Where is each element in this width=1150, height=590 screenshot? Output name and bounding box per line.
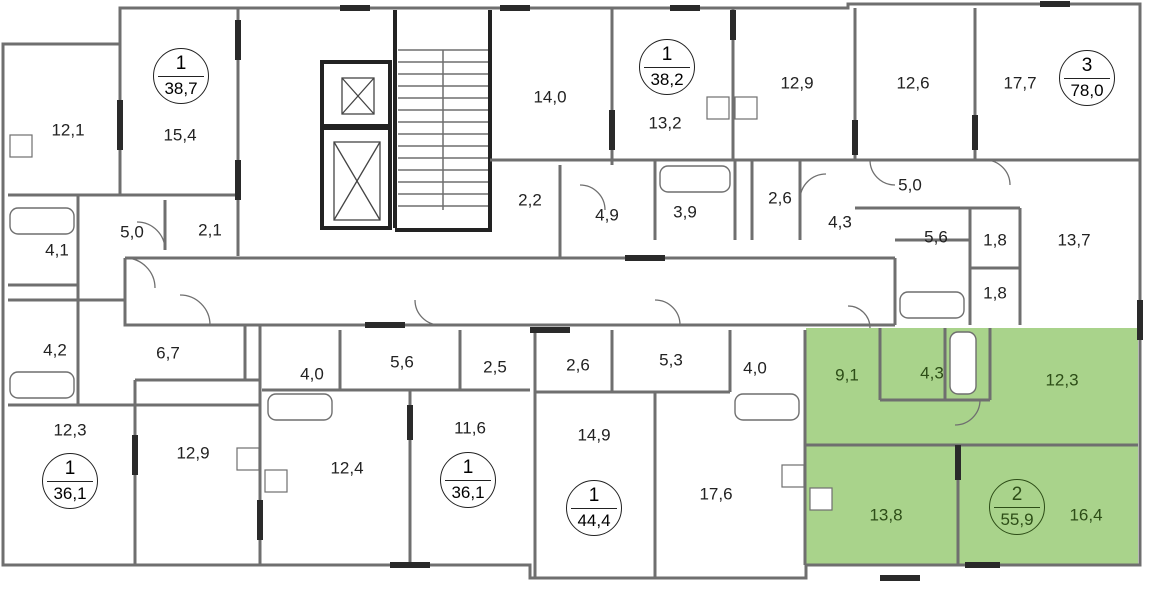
room-area: 12,3 <box>1045 370 1079 390</box>
room-area: 2,2 <box>518 190 542 210</box>
room-area: 5,6 <box>924 227 948 247</box>
room-area: 2,5 <box>483 357 507 377</box>
structural-walls <box>117 1 1143 581</box>
apartment-rooms: 2 <box>1011 484 1023 505</box>
room-area: 17,6 <box>699 484 733 504</box>
apartment-rooms: 1 <box>588 485 600 506</box>
apartment-badge[interactable]: 1 36,1 <box>42 453 98 509</box>
room-area: 5,3 <box>659 350 683 370</box>
doors <box>124 159 1011 426</box>
room-area: 9,1 <box>835 365 859 385</box>
apartment-area: 55,9 <box>1000 510 1034 529</box>
room-area: 14,0 <box>533 87 567 107</box>
room-area: 12,1 <box>51 120 85 140</box>
room-area: 4,0 <box>743 358 767 378</box>
room-area: 1,8 <box>983 230 1007 250</box>
room-area: 4,2 <box>43 340 67 360</box>
bathtubs <box>9 165 977 421</box>
room-area: 2,6 <box>566 355 590 375</box>
room-area: 12,3 <box>53 420 87 440</box>
room-area: 4,0 <box>300 364 324 384</box>
elevator-shafts <box>333 77 381 221</box>
room-area: 4,3 <box>828 212 852 232</box>
room-area: 16,4 <box>1069 505 1103 525</box>
room-area: 15,4 <box>163 125 197 145</box>
room-area: 4,1 <box>45 240 69 260</box>
room-area: 17,7 <box>1003 73 1037 93</box>
apartment-rooms: 1 <box>661 44 673 65</box>
apartment-area: 38,2 <box>650 70 684 89</box>
room-area: 14,9 <box>577 425 611 445</box>
room-area: 1,8 <box>983 283 1007 303</box>
room-area: 3,9 <box>673 202 697 222</box>
stoves <box>9 96 833 511</box>
room-area: 4,3 <box>920 363 944 383</box>
room-area: 5,0 <box>120 222 144 242</box>
room-area: 13,7 <box>1057 230 1091 250</box>
apartment-badge[interactable]: 1 38,2 <box>639 39 695 95</box>
apartment-rooms: 1 <box>175 53 187 74</box>
apartment-area: 36,1 <box>451 483 485 502</box>
apartment-rooms: 1 <box>64 458 76 479</box>
apartment-area: 44,4 <box>577 511 611 530</box>
room-area: 12,6 <box>896 73 930 93</box>
room-area: 4,9 <box>595 205 619 225</box>
room-area: 12,9 <box>780 73 814 93</box>
room-area: 2,1 <box>198 220 222 240</box>
apartment-badge[interactable]: 1 44,4 <box>566 480 622 536</box>
room-area: 5,0 <box>898 175 922 195</box>
room-area: 12,9 <box>176 443 210 463</box>
apartment-rooms: 3 <box>1081 55 1093 76</box>
room-area: 12,4 <box>330 458 364 478</box>
apartment-area: 36,1 <box>53 484 87 503</box>
apartment-area: 78,0 <box>1070 81 1104 100</box>
room-area: 6,7 <box>156 343 180 363</box>
apartment-rooms: 1 <box>462 457 474 478</box>
apartment-badge[interactable]: 3 78,0 <box>1059 50 1115 106</box>
room-area: 13,8 <box>869 505 903 525</box>
room-area: 2,6 <box>768 188 792 208</box>
room-area: 5,6 <box>390 352 414 372</box>
apartment-badge-selected[interactable]: 2 55,9 <box>989 479 1045 535</box>
room-area: 13,2 <box>648 113 682 133</box>
apartment-area: 38,7 <box>164 79 198 98</box>
apartment-badge[interactable]: 1 38,7 <box>153 48 209 104</box>
apartment-badge[interactable]: 1 36,1 <box>440 452 496 508</box>
staircase <box>398 49 488 210</box>
room-area: 11,6 <box>454 418 486 438</box>
